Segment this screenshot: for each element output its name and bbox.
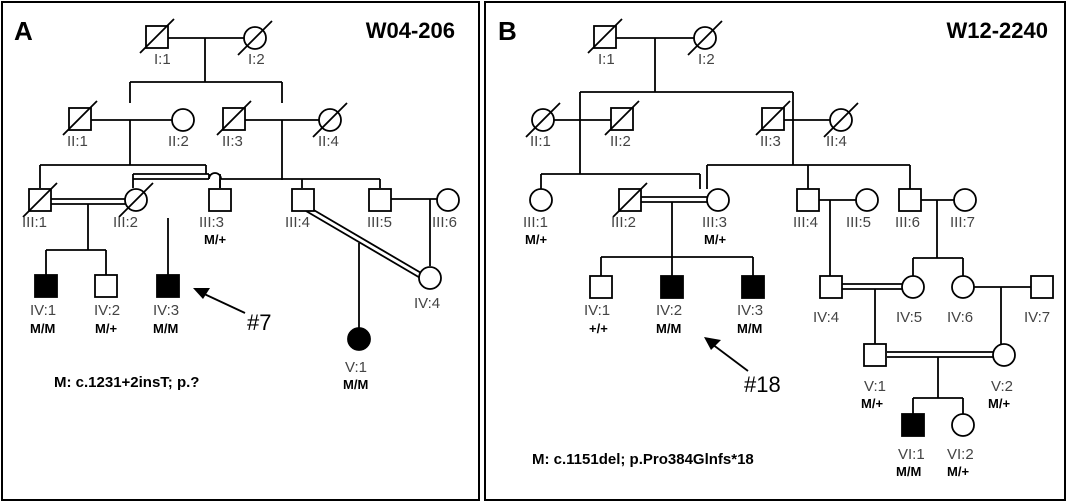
mutation-label-a: M: c.1231+2insT; p.? xyxy=(54,374,199,391)
id-label: IV:3 xyxy=(153,302,179,319)
id-label: IV:5 xyxy=(896,309,922,326)
id-label: III:7 xyxy=(950,214,975,231)
proband-arrow-icon xyxy=(193,288,210,299)
id-label: III:3 xyxy=(702,214,727,231)
id-label: III:6 xyxy=(432,214,457,231)
id-label: III:5 xyxy=(367,214,392,231)
id-label: IV:4 xyxy=(414,295,440,312)
panel-a-lines xyxy=(39,37,438,328)
id-label: III:1 xyxy=(22,214,47,231)
pedigree-female-V-2 xyxy=(992,343,1016,367)
genotype-label: +/+ xyxy=(589,321,608,336)
id-label: III:6 xyxy=(895,214,920,231)
genotype-label: M/+ xyxy=(988,396,1010,411)
pedigree-female-II-2 xyxy=(171,108,195,132)
genotype-label: M/M xyxy=(30,321,55,336)
id-label: III:1 xyxy=(523,214,548,231)
genotype-label: M/+ xyxy=(704,232,726,247)
proband-arrow-icon xyxy=(704,337,721,350)
pedigree-female-III-5 xyxy=(855,188,879,212)
pedigree-affected-male-IV-3 xyxy=(741,275,765,299)
genotype-label: M/M xyxy=(896,464,921,479)
pedigree-male-IV-1 xyxy=(589,275,613,299)
panel-b-lines xyxy=(540,37,1031,414)
pedigree-affected-male-IV-3 xyxy=(156,274,180,298)
genotype-label: M/+ xyxy=(947,464,969,479)
id-label: V:1 xyxy=(864,378,886,395)
genotype-label: M/M xyxy=(737,321,762,336)
pedigree-affected-male-VI-1 xyxy=(901,413,925,437)
genotype-label: M/M xyxy=(153,321,178,336)
panel-b: B W12-2240 xyxy=(498,16,1054,479)
id-label: III:2 xyxy=(113,214,138,231)
id-label: III:4 xyxy=(793,214,818,231)
id-label: I:1 xyxy=(154,51,171,68)
genotype-label: M/M xyxy=(343,377,368,392)
panel-a: A W04-206 xyxy=(14,16,460,392)
pedigree-male-III-4 xyxy=(796,188,820,212)
pedigree-panel-b xyxy=(484,1,1066,501)
id-label: IV:7 xyxy=(1024,309,1050,326)
id-label: I:1 xyxy=(598,51,615,68)
id-label: IV:2 xyxy=(94,302,120,319)
pedigree-female-IV-5 xyxy=(901,275,925,299)
pedigree-female-III-1 xyxy=(529,188,553,212)
id-label: I:2 xyxy=(248,51,265,68)
genotype-label: M/M xyxy=(656,321,681,336)
id-label: II:4 xyxy=(826,133,847,150)
pedigree-female-III-3 xyxy=(706,188,730,212)
mutation-label-b: M: c.1151del; p.Pro384Glnfs*18 xyxy=(532,451,754,468)
genotype-label: M/+ xyxy=(204,232,226,247)
id-label: VI:1 xyxy=(898,446,925,463)
id-label: IV:1 xyxy=(30,302,56,319)
id-label: VI:2 xyxy=(947,446,974,463)
genotype-label: M/+ xyxy=(861,396,883,411)
pedigree-affected-male-IV-1 xyxy=(34,274,58,298)
id-label: IV:3 xyxy=(737,302,763,319)
panel-a-family-id: W04-206 xyxy=(366,18,455,43)
id-label: III:2 xyxy=(611,214,636,231)
panel-a-letter: A xyxy=(14,16,33,46)
panel-b-family-id: W12-2240 xyxy=(946,18,1048,43)
pedigree-male-III-4 xyxy=(291,188,315,212)
id-label: II:3 xyxy=(760,133,781,150)
pedigree-male-III-6 xyxy=(898,188,922,212)
id-label: V:1 xyxy=(345,359,367,376)
pedigree-male-V-1 xyxy=(863,343,887,367)
pedigree-female-III-7 xyxy=(953,188,977,212)
id-label: II:4 xyxy=(318,133,339,150)
pedigree-male-III-3 xyxy=(208,188,232,212)
id-label: II:2 xyxy=(168,133,189,150)
id-label: III:4 xyxy=(285,214,310,231)
pedigree-male-IV-7 xyxy=(1030,275,1054,299)
id-label: II:3 xyxy=(222,133,243,150)
proband-marker-a: #7 xyxy=(247,310,271,335)
pedigree-male-IV-4 xyxy=(819,275,843,299)
pedigree-male-IV-2 xyxy=(94,274,118,298)
pedigree-female-VI-2 xyxy=(951,413,975,437)
id-label: V:2 xyxy=(991,378,1013,395)
pedigree-affected-female-V-1 xyxy=(347,327,371,351)
pedigree-female-III-6 xyxy=(436,188,460,212)
pedigree-male-III-5 xyxy=(368,188,392,212)
id-label: IV:2 xyxy=(656,302,682,319)
genotype-label: M/+ xyxy=(525,232,547,247)
pedigree-affected-male-IV-2 xyxy=(660,275,684,299)
proband-marker-b: #18 xyxy=(744,372,781,397)
id-label: IV:6 xyxy=(947,309,973,326)
pedigree-female-IV-4 xyxy=(418,266,442,290)
id-label: IV:1 xyxy=(584,302,610,319)
pedigree-panel-a xyxy=(1,1,480,501)
id-label: III:5 xyxy=(846,214,871,231)
id-label: II:1 xyxy=(530,133,551,150)
panel-b-letter: B xyxy=(498,16,517,46)
id-label: IV:4 xyxy=(813,309,839,326)
id-label: III:3 xyxy=(199,214,224,231)
id-label: II:2 xyxy=(610,133,631,150)
genotype-label: M/+ xyxy=(95,321,117,336)
id-label: II:1 xyxy=(67,133,88,150)
id-label: I:2 xyxy=(698,51,715,68)
pedigree-female-IV-6 xyxy=(951,275,975,299)
